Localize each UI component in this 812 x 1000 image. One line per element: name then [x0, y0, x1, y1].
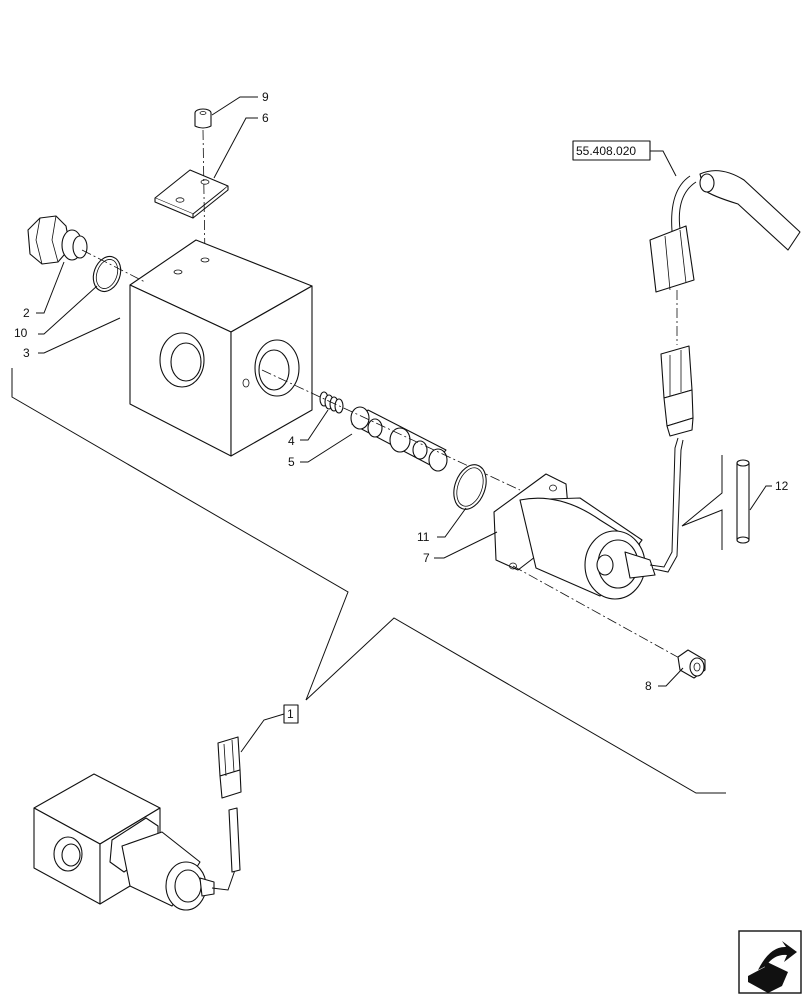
assembly-line-right — [305, 617, 726, 794]
part-12-sleeve — [736, 459, 750, 544]
callout-9: 9 — [262, 90, 269, 104]
assembly-inset — [33, 736, 242, 911]
callout-4: 4 — [288, 434, 295, 448]
part-6-plate — [154, 169, 229, 219]
next-page-arrow-icon[interactable] — [738, 930, 802, 994]
part-4-spring — [319, 391, 344, 414]
break-symbol — [681, 455, 723, 550]
callout-2: 2 — [23, 306, 30, 320]
callout-8: 8 — [645, 679, 652, 693]
part-9-cap-screw — [194, 108, 212, 129]
callout-10: 10 — [14, 326, 28, 340]
callout-11: 11 — [417, 530, 430, 544]
part-2-plug — [27, 215, 88, 265]
wiring-harness — [649, 170, 801, 573]
callout-12: 12 — [775, 479, 789, 493]
callout-5: 5 — [288, 455, 295, 469]
assembly-line-left — [11, 368, 349, 701]
reference-box — [572, 140, 651, 161]
reference-label: 55.408.020 — [576, 144, 636, 158]
callout-3: 3 — [23, 346, 30, 360]
part-5-spool — [350, 406, 448, 472]
callout-1-box — [283, 704, 299, 724]
part-8-cap-screw — [677, 649, 706, 679]
part-3-valve-block — [129, 239, 313, 457]
leader-lines — [36, 96, 772, 753]
part-11-o-ring — [453, 464, 487, 510]
callout-7: 7 — [423, 551, 430, 565]
callout-1: 1 — [287, 707, 294, 721]
callout-6: 6 — [262, 111, 269, 125]
part-7-solenoid — [493, 473, 656, 600]
